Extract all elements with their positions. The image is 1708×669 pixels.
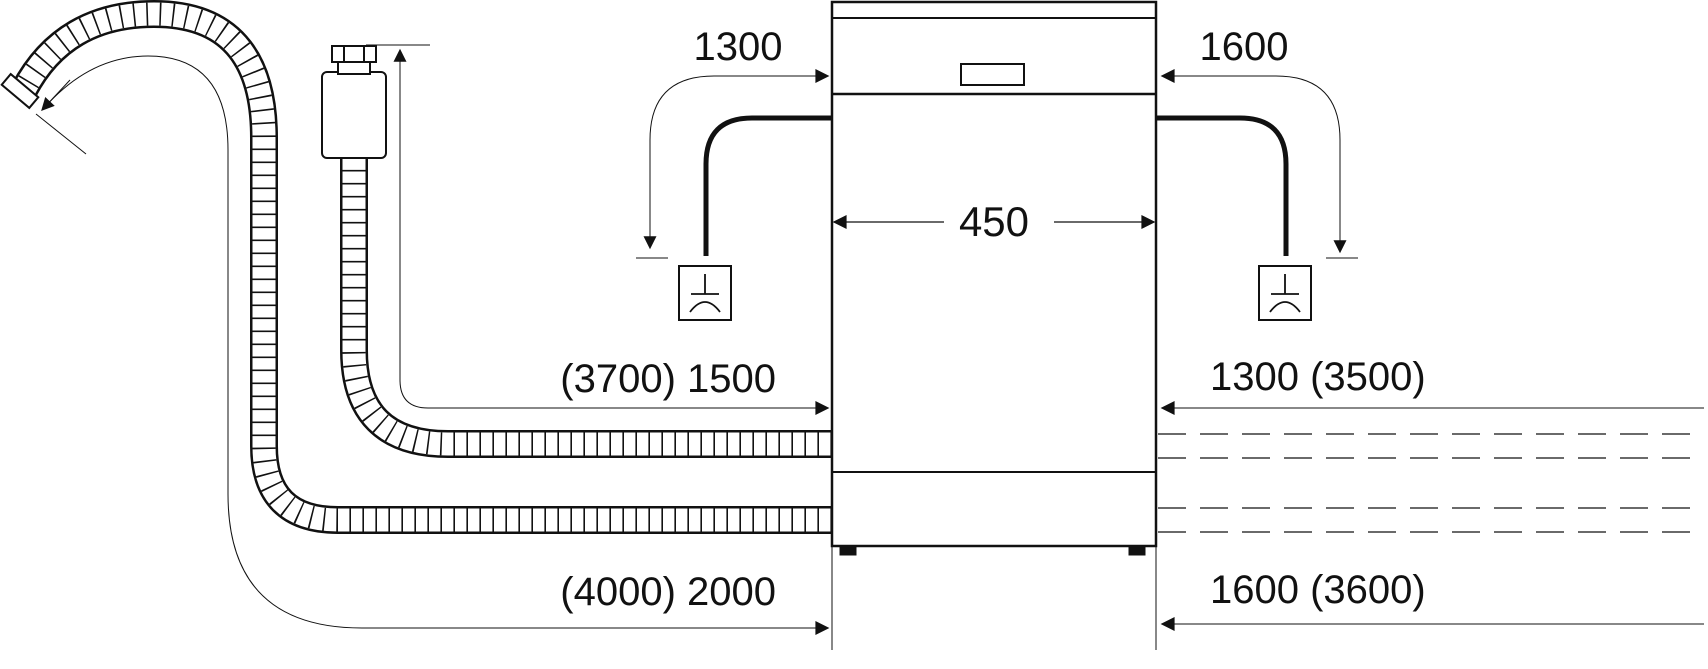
inlet-hose [340,158,832,458]
power-right-label: 1600 [1200,25,1289,69]
power-length-left: 1300 [636,25,830,259]
power-left-label: 1300 [694,25,783,69]
hose-connector-icon [0,72,40,110]
inlet-length-left: (3700) 1500 [366,44,830,415]
power-socket-icon [1258,265,1312,321]
drain-length-right: 1600 (3600) [1160,568,1704,631]
door-handle [960,63,1025,86]
power-cord-right [1156,115,1289,256]
aquastop-valve-icon [321,45,387,159]
drain-left-label: (4000) 2000 [560,570,776,614]
power-length-right: 1600 [1160,25,1358,259]
foot-left [839,545,857,556]
drain-hose [11,0,832,534]
width-label: 450 [959,198,1029,245]
foot-right [1128,545,1146,556]
dishwasher [830,0,1158,556]
inlet-length-right: 1300 (3500) [1160,355,1704,415]
power-cord-left [703,115,832,256]
drain-right-label: 1600 (3600) [1210,568,1426,612]
hidden-inlet-hose-right [1158,433,1704,459]
dishwasher-cabinet [830,0,1158,548]
hidden-drain-hose-right [1158,507,1704,533]
drain-length-left: (4000) 2000 [35,55,830,635]
power-socket-icon [678,265,732,321]
inlet-left-label: (3700) 1500 [560,357,776,401]
width-dimension: 450 [832,198,1156,245]
inlet-right-label: 1300 (3500) [1210,355,1426,399]
